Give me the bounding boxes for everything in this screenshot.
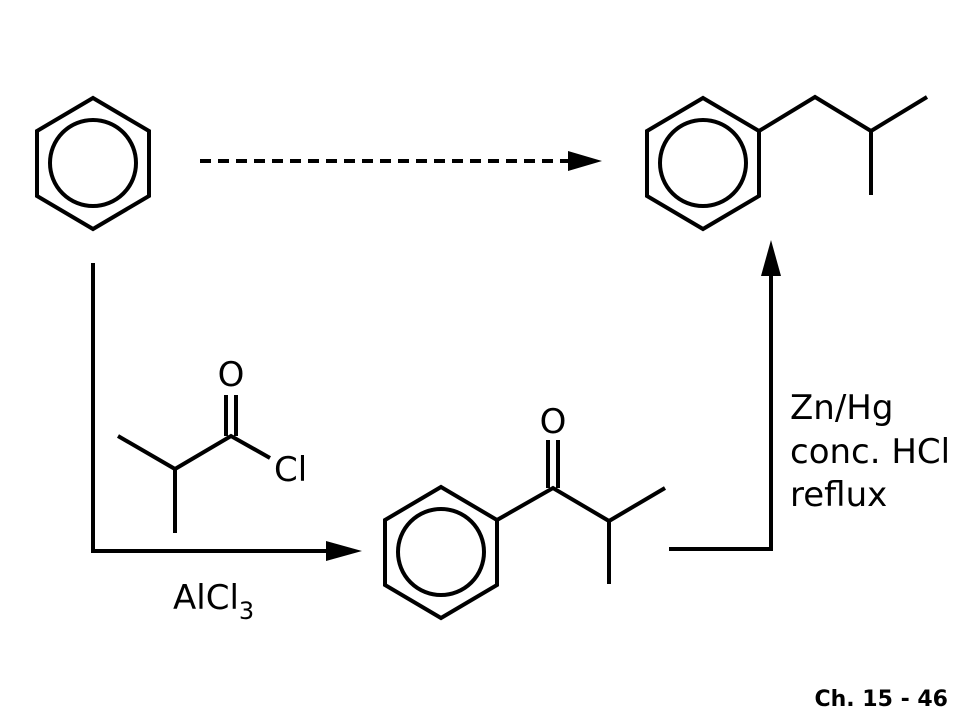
isobutyryl-chloride: O Cl [116, 355, 307, 533]
step2-arrow-head [761, 240, 781, 276]
product-side-chain [757, 94, 929, 134]
intermediate-chain [496, 485, 667, 524]
intermediate-hexagon [383, 484, 499, 621]
condition-line-1: Zn/Hg [790, 388, 893, 428]
intermediate-oxygen-label: O [540, 402, 567, 442]
step1-arrow-head [326, 541, 362, 561]
intermediate-aromatic-circle [396, 507, 486, 597]
dashed-arrow-head [568, 151, 602, 171]
catalyst-label: AlCl3 [173, 578, 254, 625]
product-aromatic-circle [658, 118, 748, 208]
benzene-ring [35, 95, 151, 232]
dashed-arrow [200, 151, 602, 171]
catalyst-main: AlCl [173, 578, 239, 618]
step1-arrow-line [91, 263, 330, 553]
catalyst-subscript: 3 [239, 597, 254, 625]
condition-line-3: reflux [790, 475, 887, 515]
step2-arrow [669, 240, 781, 551]
benzene-hexagon [35, 95, 151, 232]
slide-number: Ch. 15 - 46 [814, 687, 948, 712]
condition-line-2: conc. HCl [790, 432, 950, 472]
isobutylbenzene [645, 94, 929, 232]
acyl-chloride-chain [116, 433, 271, 472]
isobutyrophenone: O [383, 402, 667, 621]
step2-arrow-line [669, 272, 773, 551]
acyl-chloride-oxygen-label: O [218, 355, 245, 395]
reduction-conditions: Zn/Hg conc. HCl reflux [790, 388, 950, 515]
acyl-chloride-chlorine-label: Cl [274, 450, 307, 490]
step1-arrow [91, 263, 362, 561]
benzene-aromatic-circle [48, 118, 138, 208]
product-hexagon [645, 95, 761, 232]
